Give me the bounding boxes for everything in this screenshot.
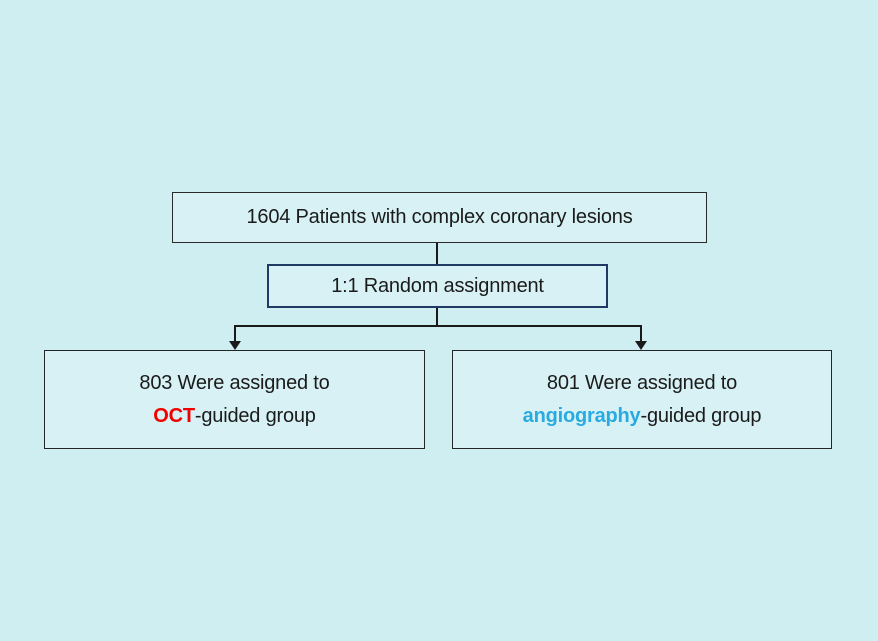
randomization-label: 1:1 Random assignment xyxy=(331,274,544,297)
randomization-box: 1:1 Random assignment xyxy=(267,264,608,308)
arrowhead-left-icon xyxy=(229,341,241,350)
oct-suffix: -guided group xyxy=(194,404,316,427)
oct-group-line: OCT-guided group xyxy=(139,400,329,433)
oct-count-line: 803 Were assigned to xyxy=(139,371,330,394)
oct-highlight: OCT xyxy=(153,404,195,427)
angiography-count-line: 801 Were assigned to xyxy=(546,371,738,394)
connector-randomization-stub xyxy=(436,308,438,327)
angiography-group-box: 801 Were assigned to angiography-guided … xyxy=(452,350,832,449)
connector-left-drop xyxy=(234,325,236,342)
angiography-group-text: 801 Were assigned to angiography-guided … xyxy=(523,367,762,433)
angiography-group-line: angiography-guided group xyxy=(523,400,762,433)
connector-split-horizontal xyxy=(234,325,642,327)
enrollment-label: 1604 Patients with complex coronary lesi… xyxy=(246,206,633,228)
arrowhead-right-icon xyxy=(635,341,647,350)
enrollment-box: 1604 Patients with complex coronary lesi… xyxy=(172,192,707,243)
oct-group-box: 803 Were assigned to OCT-guided group xyxy=(44,350,425,449)
angiography-suffix: -guided group xyxy=(640,404,762,427)
connector-right-drop xyxy=(640,325,642,342)
connector-enrollment-to-randomization xyxy=(436,243,438,264)
angiography-highlight: angiography xyxy=(522,404,641,427)
oct-group-text: 803 Were assigned to OCT-guided group xyxy=(139,367,329,433)
